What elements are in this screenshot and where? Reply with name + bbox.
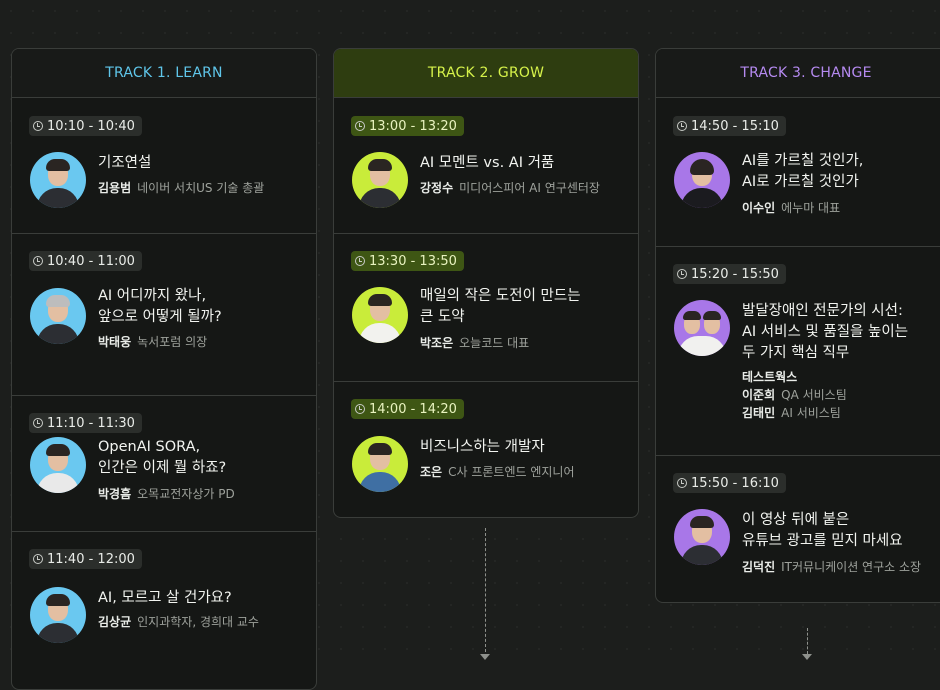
speaker-avatar (674, 300, 730, 356)
talk-title: 기조연설 (98, 155, 152, 171)
arrow-down-icon (802, 654, 812, 660)
talk-title: AI 어디까지 왔나,앞으로 어떻게 될까? (98, 288, 222, 325)
time-badge: 14:50 - 15:10 (673, 116, 786, 136)
track-3-column: TRACK 3. CHANGE 14:50 - 15:10 AI를 가르칠 것인… (655, 48, 940, 603)
session-card[interactable]: 10:40 - 11:00 AI 어디까지 왔나,앞으로 어떻게 될까? 박태웅… (12, 233, 316, 396)
clock-icon (33, 418, 43, 428)
clock-icon (33, 121, 43, 131)
time-badge: 11:10 - 11:30 (29, 413, 142, 433)
talk-title: AI, 모르고 살 건가요? (98, 590, 232, 606)
track-2-header: TRACK 2. GROW (334, 49, 638, 98)
time-badge: 14:00 - 14:20 (351, 399, 464, 419)
speaker-avatar (30, 152, 86, 208)
speaker-avatar (352, 152, 408, 208)
time-badge: 11:40 - 12:00 (29, 549, 142, 569)
clock-icon (33, 256, 43, 266)
speaker-avatar (30, 437, 86, 493)
clock-icon (677, 121, 687, 131)
talk-title: OpenAI SORA,인간은 이제 뭘 하죠? (98, 439, 227, 476)
speaker-avatar (352, 287, 408, 343)
speaker-avatar (30, 587, 86, 643)
talk-title: 비즈니스하는 개발자 (420, 439, 545, 455)
time-badge: 13:30 - 13:50 (351, 251, 464, 271)
time-badge: 10:10 - 10:40 (29, 116, 142, 136)
session-card[interactable]: 14:50 - 15:10 AI를 가르칠 것인가,AI로 가르칠 것인가 이수… (656, 98, 940, 247)
track-3-header: TRACK 3. CHANGE (656, 49, 940, 98)
track-connector-line (807, 628, 808, 654)
clock-icon (355, 256, 365, 266)
speaker-avatar (352, 436, 408, 492)
talk-title: AI 모멘트 vs. AI 거품 (420, 155, 555, 171)
speaker-avatar (674, 509, 730, 565)
arrow-down-icon (480, 654, 490, 660)
clock-icon (355, 404, 365, 414)
track-1-header: TRACK 1. LEARN (12, 49, 316, 98)
time-badge: 10:40 - 11:00 (29, 251, 142, 271)
speaker-organization: 테스트웍스 (742, 370, 798, 384)
clock-icon (677, 478, 687, 488)
track-2-column: TRACK 2. GROW 13:00 - 13:20 AI 모멘트 vs. A… (333, 48, 639, 518)
time-badge: 15:20 - 15:50 (673, 264, 786, 284)
talk-title: AI를 가르칠 것인가,AI로 가르칠 것인가 (742, 153, 864, 190)
track-connector-line (485, 528, 486, 652)
clock-icon (355, 121, 365, 131)
speaker-avatar (30, 288, 86, 344)
session-card[interactable]: 15:20 - 15:50 발달장애인 전문가의 시선:AI 서비스 및 품질을… (656, 246, 940, 456)
speaker-avatar (674, 152, 730, 208)
time-badge: 13:00 - 13:20 (351, 116, 464, 136)
clock-icon (677, 269, 687, 279)
clock-icon (33, 554, 43, 564)
session-card[interactable]: 11:10 - 11:30 OpenAI SORA,인간은 이제 뭘 하죠? 박… (12, 395, 316, 532)
time-badge: 15:50 - 16:10 (673, 473, 786, 493)
